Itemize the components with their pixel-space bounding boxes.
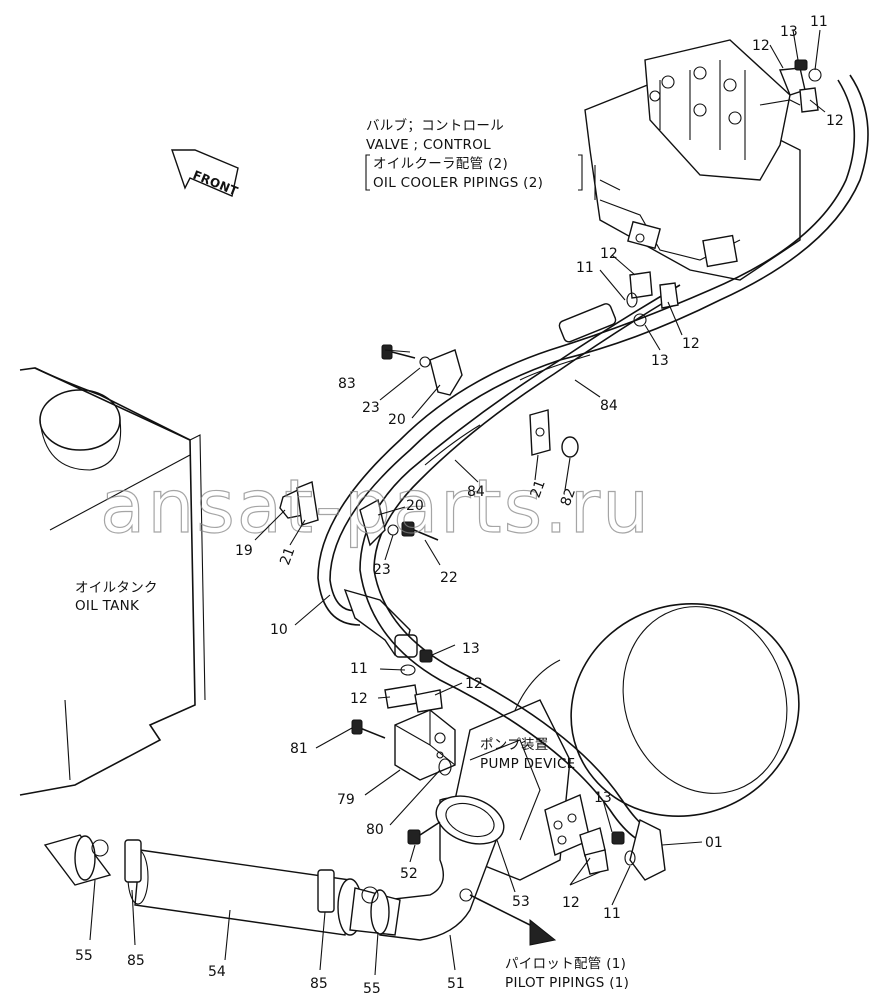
watermark: ansat-parts.ru <box>100 464 651 550</box>
callout-22: 22 <box>440 570 458 586</box>
callout-84: 84 <box>467 484 485 500</box>
caption-cooler-en: OIL COOLER PIPINGS (2) <box>373 175 543 191</box>
callout-52: 52 <box>400 866 418 882</box>
callout-21: 21 <box>277 545 298 567</box>
caption-valve-en: VALVE ; CONTROL <box>366 137 491 153</box>
callout-13: 13 <box>462 641 480 657</box>
callout-12: 12 <box>465 676 483 692</box>
callout-12: 12 <box>562 895 580 911</box>
callout-85: 85 <box>127 953 145 969</box>
callout-20: 20 <box>388 412 406 428</box>
block-79 <box>351 709 456 781</box>
callout-80: 80 <box>366 822 384 838</box>
callout-11: 11 <box>810 14 828 30</box>
caption-tank-jp: オイルタンク <box>75 580 158 596</box>
callout-11: 11 <box>576 260 594 276</box>
caption-pump-jp: ポンプ装置 <box>480 737 549 753</box>
leader-lines <box>89 29 826 976</box>
callout-51: 51 <box>447 976 465 992</box>
caption-valve-jp: バルブ；コントロール <box>366 117 504 134</box>
callout-11: 11 <box>350 661 368 677</box>
callout-12: 12 <box>600 246 618 262</box>
oil-tank <box>19 367 206 796</box>
callout-55: 55 <box>363 981 381 997</box>
callout-12: 12 <box>752 38 770 54</box>
front-arrow-icon: FRONT <box>171 149 241 199</box>
callout-84: 84 <box>600 398 618 414</box>
callout-13: 13 <box>594 790 612 806</box>
oil-cooler-hose-lower <box>359 284 681 881</box>
suction-elbow <box>379 795 557 946</box>
suction-hose <box>43 834 401 936</box>
callout-55: 55 <box>75 948 93 964</box>
callout-23: 23 <box>373 562 391 578</box>
callout-19: 19 <box>235 543 253 559</box>
callout-79: 79 <box>337 792 355 808</box>
callout-12: 12 <box>350 691 368 707</box>
callout-13: 13 <box>780 24 798 40</box>
callout-01: 01 <box>705 835 723 851</box>
caption-cooler-jp: オイルクーラ配管 (2) <box>373 156 508 172</box>
hardware <box>279 59 822 875</box>
caption-pump-en: PUMP DEVICE <box>480 756 576 772</box>
caption-tank-en: OIL TANK <box>75 598 140 614</box>
callout-10: 10 <box>270 622 288 638</box>
callout-85: 85 <box>310 976 328 992</box>
callout-20: 20 <box>406 498 424 514</box>
callout-81: 81 <box>290 741 308 757</box>
callout-82: 82 <box>558 486 579 508</box>
caption-pilot-jp: パイロット配管 (1) <box>505 956 626 972</box>
callout-21: 21 <box>528 478 549 500</box>
callout-53: 53 <box>512 894 530 910</box>
control-valve <box>584 39 801 281</box>
caption-pilot-en: PILOT PIPINGS (1) <box>505 975 629 991</box>
callout-12: 12 <box>682 336 700 352</box>
callout-12: 12 <box>826 113 844 129</box>
callout-83: 83 <box>338 376 356 392</box>
callout-54: 54 <box>208 964 226 980</box>
callout-13: 13 <box>651 353 669 369</box>
callout-23: 23 <box>362 400 380 416</box>
callout-11: 11 <box>603 906 621 922</box>
